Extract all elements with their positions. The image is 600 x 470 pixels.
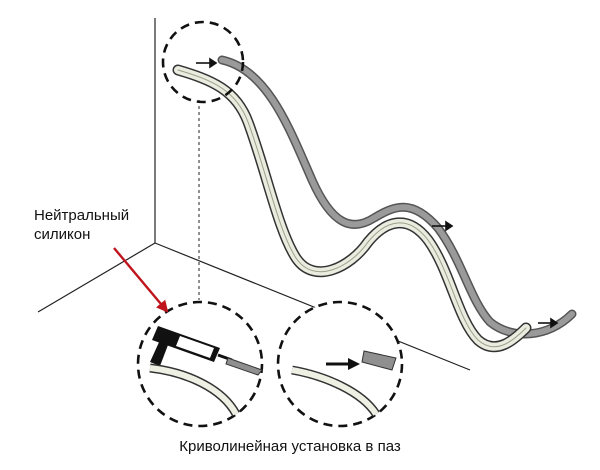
silicone-label-line1: Нейтральный bbox=[34, 207, 130, 224]
silicone-label-line2: силикон bbox=[34, 226, 91, 243]
arrow-middle-icon bbox=[432, 220, 454, 232]
detail-circle-gun bbox=[136, 300, 264, 428]
direction-arrows bbox=[196, 57, 559, 329]
insert-arrow-icon bbox=[326, 358, 360, 370]
led-strip bbox=[172, 64, 532, 353]
arrow-end-icon bbox=[538, 317, 559, 329]
groove-piece bbox=[361, 350, 397, 371]
diagram-caption: Криволинейная установка в паз bbox=[179, 438, 401, 455]
wall-lines bbox=[37, 18, 471, 371]
magnifier-circle-icon bbox=[161, 20, 245, 104]
silicone-label: Нейтральный силикон bbox=[34, 206, 164, 244]
pointer-arrow bbox=[113, 247, 169, 313]
silicone-gun-icon bbox=[150, 326, 263, 376]
detail-circle-insert bbox=[276, 300, 404, 428]
detail-circle-top bbox=[161, 20, 245, 104]
arrow-top-icon bbox=[196, 57, 218, 69]
wall-channel bbox=[217, 55, 577, 339]
